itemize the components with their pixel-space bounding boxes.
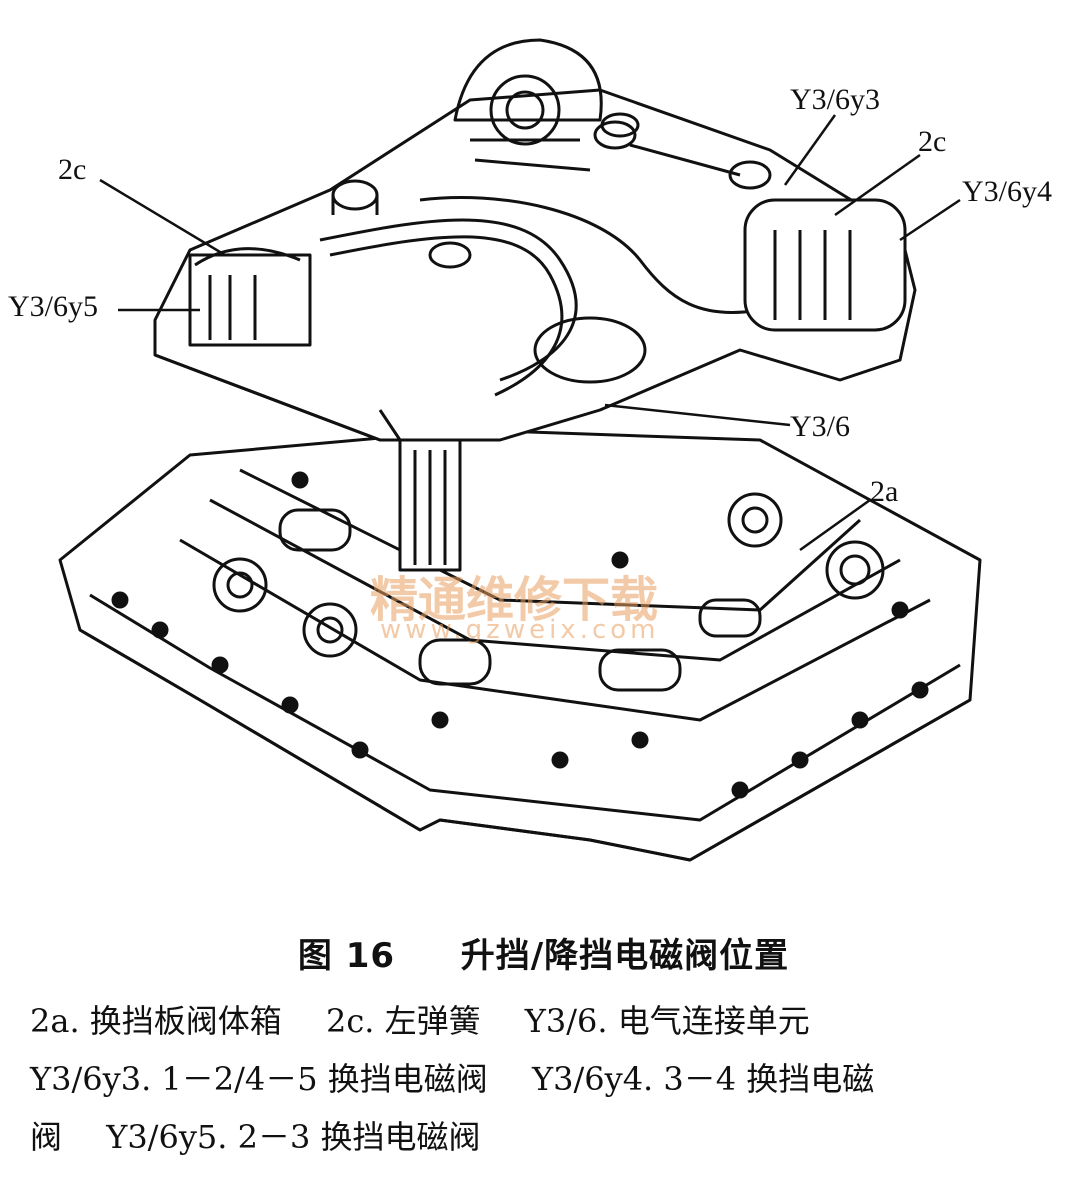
- callout-y3-6y3: Y3/6y3: [790, 83, 880, 116]
- leader-lines: [99, 114, 961, 552]
- figure-title: 升挡/降挡电磁阀位置: [460, 936, 790, 976]
- figure-legend: 2a. 换挡板阀体箱 2c. 左弹簧 Y3/6. 电气连接单元 Y3/6y3. …: [30, 992, 1070, 1166]
- legend-item: 2c. 左弹簧: [325, 1002, 481, 1040]
- lower-valve-body: [58, 428, 982, 862]
- callout-y3-6: Y3/6: [790, 410, 850, 443]
- callout-y3-6y5: Y3/6y5: [8, 290, 98, 323]
- legend-line: Y3/6y3. 1－2/4－5 换挡电磁阀 Y3/6y4. 3－4 换挡电磁: [30, 1050, 1070, 1108]
- watermark-url: www.gzweix.com: [380, 615, 660, 645]
- legend-line: 2a. 换挡板阀体箱 2c. 左弹簧 Y3/6. 电气连接单元: [30, 992, 1070, 1050]
- legend-item: 阀: [30, 1118, 63, 1156]
- watermark-text: 精通维修下载: [370, 572, 659, 628]
- callout-y3-6y4: Y3/6y4: [962, 175, 1052, 208]
- electrical-connection-unit: [153, 38, 917, 572]
- legend-item: Y3/6y3. 1－2/4－5 换挡电磁阀: [30, 1060, 488, 1098]
- callout-2c-right: 2c: [918, 125, 947, 158]
- figure-number: 图 16: [297, 936, 396, 976]
- legend-item: Y3/6. 电气连接单元: [524, 1002, 810, 1040]
- legend-item: Y3/6y5. 2－3 换挡电磁阀: [106, 1118, 481, 1156]
- callout-2a: 2a: [870, 475, 899, 508]
- legend-line: 阀 Y3/6y5. 2－3 换挡电磁阀: [30, 1108, 1070, 1166]
- legend-item: 2a. 换挡板阀体箱: [30, 1002, 282, 1040]
- figure-caption: 图 16 升挡/降挡电磁阀位置: [0, 928, 1087, 977]
- legend-item: Y3/6y4. 3－4 换挡电磁: [531, 1060, 875, 1098]
- valve-body-illustration: [58, 38, 982, 862]
- callout-2c-left: 2c: [58, 153, 87, 186]
